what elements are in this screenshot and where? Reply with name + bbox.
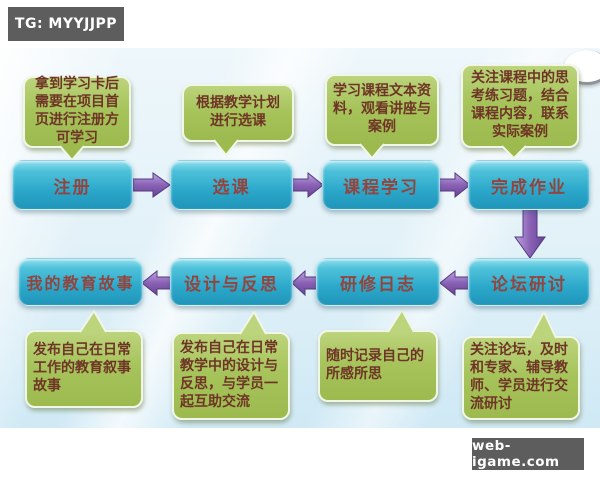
note-text-homework: 关注课程中的思考练习题，结合课程内容，联系实际案例 xyxy=(471,70,569,140)
watermark-bottom-right-label: web-igame.com xyxy=(472,438,560,470)
watermark-top-left: TG: MYYJJPP xyxy=(8,7,124,41)
note-tail-course-selection xyxy=(213,139,239,156)
stage-box-education-story: 我的教育故事 xyxy=(18,258,143,306)
arrow-right-icon-1 xyxy=(132,172,171,198)
stage-box-homework: 完成作业 xyxy=(468,160,590,210)
note-text-course-selection: 根据教学计划进行选课 xyxy=(196,95,280,129)
stage-box-course-study: 课程学习 xyxy=(322,160,440,210)
note-bubble-homework: 关注课程中的思考练习题，结合课程内容，联系实际案例 xyxy=(461,64,579,148)
note-bubble-forum-discussion: 关注论坛，及时和专家、辅导教师、学员进行交流研讨 xyxy=(462,336,580,420)
stage-box-register: 注册 xyxy=(12,160,133,210)
stage-label-register: 注册 xyxy=(53,177,92,198)
watermark-bottom-right: web-igame.com xyxy=(472,438,584,470)
note-bubble-design-reflection: 发布自己在日常教学中的设计与反思，与学员一起互助交流 xyxy=(172,332,290,420)
stage-box-forum-discussion: 论坛研讨 xyxy=(468,258,590,306)
note-tail-course-study xyxy=(359,143,385,159)
note-text-design-reflection: 发布自己在日常教学中的设计与反思，与学员一起互助交流 xyxy=(180,340,278,410)
stage-label-course-selection: 选课 xyxy=(212,177,251,198)
note-text-register: 拿到学习卡后需要在项目首页进行注册方可学习 xyxy=(35,76,119,146)
arrow-left-icon-3 xyxy=(439,270,472,296)
stage-label-homework: 完成作业 xyxy=(491,177,567,198)
arrow-right-icon-3 xyxy=(438,172,471,198)
note-tail-homework xyxy=(501,145,527,159)
note-bubble-course-study: 学习课程文本资料，观看讲座与案例 xyxy=(325,74,439,146)
stage-label-design-reflection: 设计与反思 xyxy=(184,274,279,295)
arrow-down-icon xyxy=(514,206,546,259)
note-text-study-journal: 随时记录自己的所感所思 xyxy=(326,348,424,382)
note-text-course-study: 学习课程文本资料，观看讲座与案例 xyxy=(333,83,431,135)
stage-box-design-reflection: 设计与反思 xyxy=(170,258,293,306)
note-bubble-register: 拿到学习卡后需要在项目首页进行注册方可学习 xyxy=(23,76,131,148)
note-tail-design-reflection xyxy=(239,311,267,335)
stage-box-course-selection: 选课 xyxy=(170,160,293,210)
note-text-forum-discussion: 关注论坛，及时和专家、辅导教师、学员进行交流研讨 xyxy=(470,342,568,412)
stage-box-study-journal: 研修日志 xyxy=(316,258,440,306)
stage-label-study-journal: 研修日志 xyxy=(340,274,416,295)
note-tail-forum-discussion xyxy=(529,311,557,339)
stage-label-course-study: 课程学习 xyxy=(343,177,419,198)
watermark-top-left-label: TG: MYYJJPP xyxy=(14,16,118,32)
note-bubble-education-story: 发布自己在日常工作的教育叙事故事 xyxy=(25,330,143,408)
note-bubble-study-journal: 随时记录自己的所感所思 xyxy=(318,330,438,402)
note-tail-education-story xyxy=(79,310,107,333)
stage-label-forum-discussion: 论坛研讨 xyxy=(491,274,567,295)
arrow-left-icon-1 xyxy=(141,270,174,296)
note-text-education-story: 发布自己在日常工作的教育叙事故事 xyxy=(33,342,131,394)
stage-label-education-story: 我的教育故事 xyxy=(26,274,135,293)
arrow-right-icon-2 xyxy=(291,172,324,198)
note-tail-study-journal xyxy=(387,309,415,333)
note-bubble-course-selection: 根据教学计划进行选课 xyxy=(182,84,294,142)
